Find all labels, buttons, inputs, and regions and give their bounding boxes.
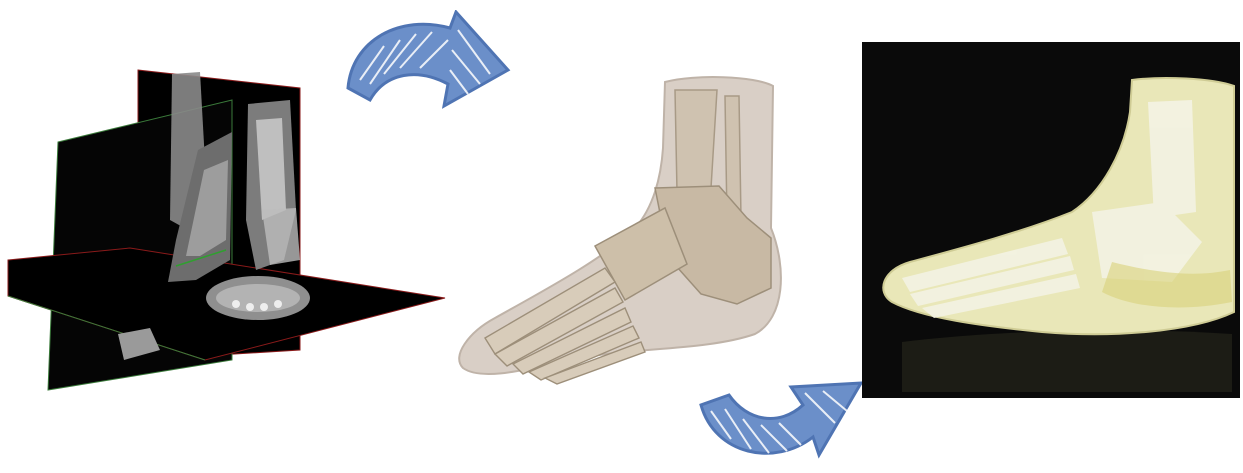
- arrow-model-to-print: [695, 375, 865, 473]
- curved-arrow-icon: [695, 375, 865, 473]
- 3d-printed-foot-photo: [862, 42, 1240, 398]
- 3d-foot-model-image: [455, 68, 795, 388]
